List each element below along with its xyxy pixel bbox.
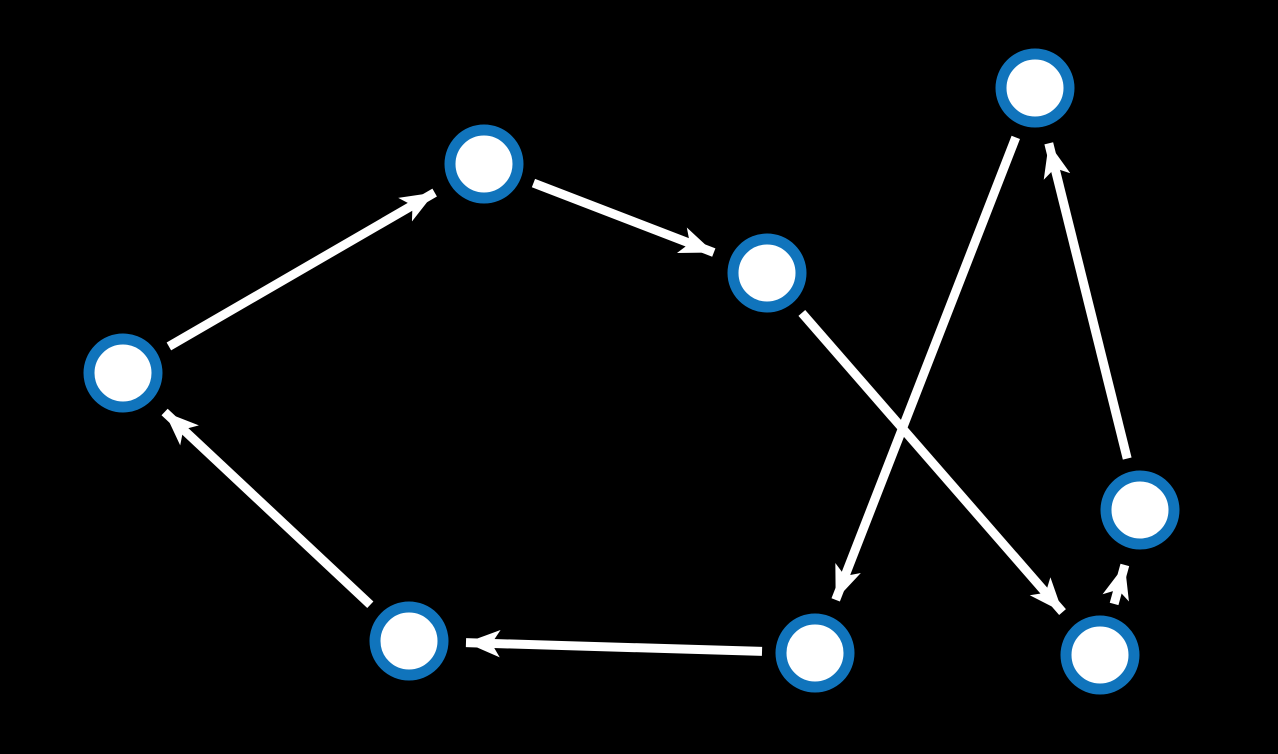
graph-node-bottom-left[interactable] <box>369 601 449 681</box>
nodes-layer <box>83 48 1180 695</box>
graph-edge-bottom-right-to-right[interactable] <box>1102 563 1130 606</box>
graph-edge-left-to-upper-left[interactable] <box>166 188 437 351</box>
graph-edge-bottom-middle-to-bottom-left[interactable] <box>465 630 763 658</box>
graph-edge-top-right-to-bottom-middle[interactable] <box>831 135 1020 602</box>
graph-edge-upper-left-to-middle[interactable] <box>531 178 716 257</box>
graph-node-right[interactable] <box>1100 470 1180 550</box>
graph-edge-middle-to-bottom-right[interactable] <box>798 309 1066 615</box>
graph-node-left[interactable] <box>83 333 163 413</box>
graph-edge-right-to-top-right[interactable] <box>1043 142 1132 460</box>
graph-node-bottom-middle[interactable] <box>775 613 855 693</box>
graph-edge-bottom-left-to-left[interactable] <box>161 408 374 609</box>
graph-node-top-right[interactable] <box>995 48 1075 128</box>
edges-layer <box>161 135 1132 658</box>
graph-node-bottom-right[interactable] <box>1060 615 1140 695</box>
graph-node-middle[interactable] <box>727 233 807 313</box>
graph-node-upper-left[interactable] <box>444 124 524 204</box>
